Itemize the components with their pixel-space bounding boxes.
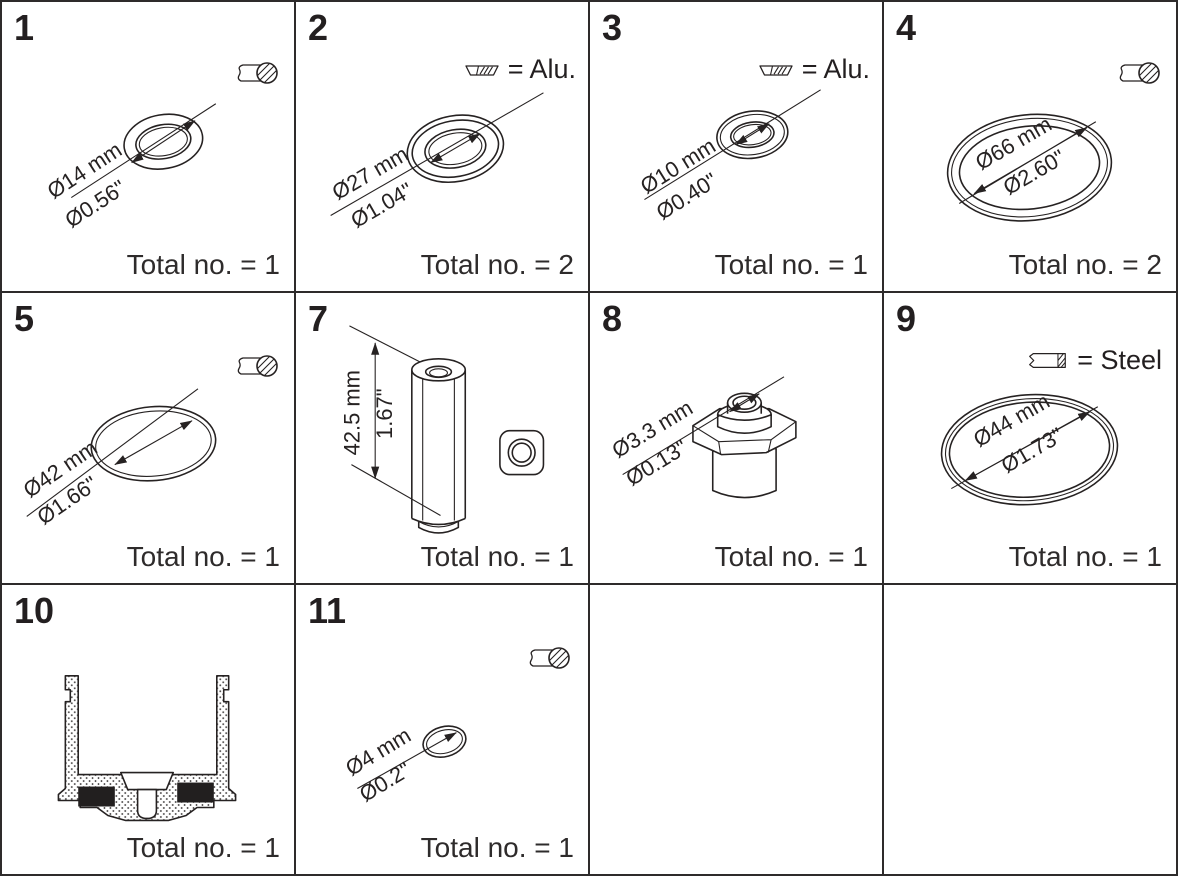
- armature-cross-section-drawing: [57, 674, 237, 821]
- washer-drawing: Ø27 mm Ø1.04": [328, 92, 544, 233]
- part-number: 4: [896, 7, 917, 48]
- part-cell-5: Ø42 mm Ø1.66" 5 Total no. = 1: [2, 293, 294, 583]
- part-cell-10: 10 Total no. = 1: [2, 584, 294, 874]
- part-cell-9: Ø44 mm Ø1.73" = Steel 9 Total no. = 1: [884, 293, 1176, 583]
- total-count: Total no. = 1: [1008, 540, 1162, 572]
- part-number: 11: [308, 589, 347, 631]
- total-count: Total no. = 1: [420, 832, 574, 863]
- center-slot: [136, 788, 158, 819]
- part-cell-1: Ø14 mm Ø0.56" 1 Total no. = 1: [2, 2, 294, 292]
- part-number: 2: [308, 7, 329, 48]
- material-legend: = Steel: [1026, 345, 1162, 376]
- total-count: Total no. = 1: [420, 540, 574, 572]
- part-number: 9: [896, 298, 917, 340]
- alu-section-icon: [465, 64, 499, 76]
- part-cell-3: Ø10 mm Ø0.40" = Alu. 3 Total no. = 1: [590, 2, 882, 292]
- rubber-oring-icon: [529, 646, 570, 669]
- total-count: Total no. = 2: [420, 249, 574, 281]
- material-legend: [1116, 60, 1162, 86]
- total-count: Total no. = 1: [126, 540, 280, 572]
- seal-left: [78, 786, 115, 807]
- empty-cell-1: [590, 584, 882, 874]
- part-cell-4: Ø66 mm Ø2.60" 4 Total no. = 2: [884, 2, 1176, 292]
- total-count: Total no. = 1: [126, 832, 280, 863]
- dimension-leader-line: [357, 731, 457, 789]
- part-number: 10: [14, 589, 55, 631]
- part-cell-2: Ø27 mm Ø1.04" = Alu. 2 Total no. = 2: [296, 2, 588, 292]
- part-cell-11: Ø4 mm Ø0.2" 11 Total no. = 1: [296, 584, 588, 874]
- part-cell-7: 42.5 mm 1.67" 7 Total no. = 1: [296, 293, 588, 583]
- dimension-leader-line: [330, 92, 544, 216]
- dimension-arrows: [114, 420, 193, 466]
- total-count: Total no. = 1: [126, 249, 280, 281]
- dimension-arrows: [729, 393, 760, 413]
- steel-section-icon: [1029, 353, 1067, 369]
- dimension-inch-label: 1.67": [372, 389, 397, 440]
- material-legend: [234, 60, 280, 86]
- part-cell-8: Ø3.3 mm Ø0.13" 8 Total no. = 1: [590, 293, 882, 583]
- square-nut: [499, 430, 545, 476]
- part-number: 8: [602, 298, 623, 340]
- empty-cell-2: [884, 584, 1176, 874]
- part-number: 7: [308, 298, 329, 340]
- material-legend: = Alu.: [759, 54, 870, 85]
- valve-seat: [119, 771, 175, 790]
- dimension-arrows: [735, 123, 770, 146]
- dimension-leader-line: [26, 388, 199, 518]
- rubber-oring-icon: [237, 62, 278, 84]
- extension-line: [351, 464, 441, 517]
- part-number: 3: [602, 7, 623, 48]
- oring-drawing: Ø66 mm Ø2.60": [946, 111, 1113, 222]
- material-label: = Alu.: [801, 54, 870, 84]
- washer-drawing: Ø10 mm Ø0.40": [636, 89, 821, 225]
- small-ring-drawing: Ø4 mm Ø0.2": [341, 722, 467, 806]
- dimension-arrows: [973, 127, 1088, 195]
- oring-drawing: Ø14 mm Ø0.56": [43, 103, 217, 233]
- part-number: 5: [14, 298, 35, 340]
- part-number: 1: [14, 7, 35, 48]
- dimension-leader-line: [622, 376, 785, 476]
- dimension-arrows: [964, 411, 1091, 482]
- hex-pin-drawing: 42.5 mm 1.67": [339, 325, 545, 535]
- dimension-mm-label: 42.5 mm: [339, 370, 364, 455]
- oring-drawing: Ø42 mm Ø1.66": [19, 388, 217, 530]
- dimension-arrows: [131, 120, 196, 164]
- material-legend: = Alu.: [465, 54, 576, 85]
- total-count: Total no. = 2: [1008, 249, 1162, 281]
- rubber-oring-icon: [1119, 62, 1160, 84]
- material-legend: [234, 353, 280, 379]
- alu-section-icon: [759, 64, 793, 76]
- gasket-ring-drawing: Ø44 mm Ø1.73": [940, 389, 1119, 506]
- material-label: = Alu.: [507, 54, 576, 84]
- dimension-leader-line: [644, 89, 821, 201]
- dimension-arrows: [430, 133, 481, 164]
- rubber-oring-icon: [237, 355, 278, 378]
- material-label: = Steel: [1077, 345, 1162, 376]
- material-legend: [526, 645, 572, 671]
- seal-right: [177, 782, 214, 803]
- total-count: Total no. = 1: [714, 249, 868, 281]
- nozzle-drawing: Ø3.3 mm Ø0.13": [607, 376, 797, 499]
- total-count: Total no. = 1: [714, 540, 868, 572]
